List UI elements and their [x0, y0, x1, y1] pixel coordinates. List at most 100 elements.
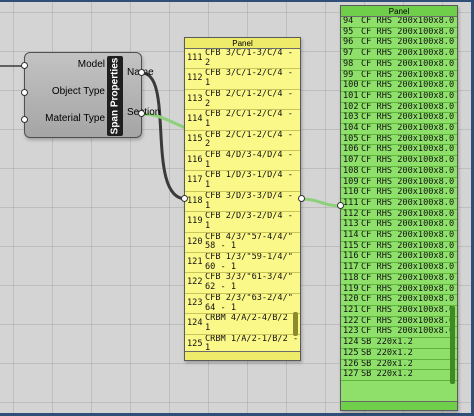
row-index: 102: [343, 101, 359, 112]
input-material-type: Material Type: [45, 113, 105, 124]
row-value: CF RHS 200x100x8.0: [361, 70, 455, 80]
row-value: CF RHS 200x100x8.0: [361, 59, 455, 69]
row-value: CF RHS 200x100x8.0: [361, 284, 455, 294]
row-value-line: CFB 3/C/1-3/C/4 -: [205, 49, 293, 58]
wire-name-output[interactable]: [141, 71, 187, 201]
row-index: 118: [343, 272, 359, 283]
row-value: CRBM 4/A/2-4/B/2 -1: [205, 314, 300, 333]
panel-names-output-grip[interactable]: [298, 195, 305, 202]
row-index: 119: [187, 216, 203, 227]
row-index: 105: [343, 133, 359, 144]
panel-names-scrollbar[interactable]: [293, 312, 298, 336]
row-index: 97: [343, 48, 354, 59]
row-value: CF RHS 200x100x8.0: [361, 124, 455, 134]
row-index: 114: [187, 114, 203, 125]
panel-sections-title: Panel: [341, 6, 457, 17]
row-index: 116: [343, 251, 359, 262]
row-index: 115: [187, 134, 203, 145]
row-value-line: 60 - 1: [205, 261, 237, 272]
input-grip-object-type[interactable]: [21, 89, 28, 96]
row-value: CF RHS 200x100x8.0: [361, 198, 455, 208]
panel-sections-row: 94 CF RHS 200x100x8.0: [341, 17, 457, 28]
canvas-frame-right: [471, 0, 474, 416]
output-grip-name[interactable]: [138, 69, 145, 76]
input-grip-material-type[interactable]: [21, 116, 28, 123]
row-value-line: 1: [205, 118, 211, 129]
row-index: 95: [343, 26, 354, 37]
row-value: CF RHS 200x100x8.0: [361, 305, 455, 315]
row-value-line: 1: [205, 322, 211, 333]
row-index: 119: [343, 283, 359, 294]
row-index: 116: [187, 154, 203, 165]
row-index: 126: [343, 358, 359, 369]
row-value: CF RHS 200x100x8.0: [361, 145, 455, 155]
row-value-line: CFB 3/C/1-2/C/4 -: [205, 69, 293, 79]
row-index: 103: [343, 112, 359, 123]
row-index: 100: [343, 80, 359, 91]
row-value: CF RHS 200x100x8.0: [361, 295, 455, 305]
input-grip-model[interactable]: [21, 62, 28, 69]
row-index: 122: [343, 315, 359, 326]
component-title-text: Span Properties: [109, 57, 121, 135]
row-value-line: CFB 3/D/3-3/D/4 -: [205, 191, 293, 201]
row-index: 123: [187, 297, 203, 308]
panel-sections-input-grip[interactable]: [337, 202, 344, 209]
input-object-type: Object Type: [51, 86, 105, 97]
output-grip-section[interactable]: [138, 110, 145, 117]
canvas-frame-bottom: [0, 413, 474, 416]
wire-left-panel-to-right-panel[interactable]: [300, 197, 343, 208]
row-value: CRBM 1/A/2-1/B/2 -1: [205, 335, 300, 350]
panel-sections-footer: [341, 401, 457, 410]
span-properties-component[interactable]: Model Object Type Material Type Span Pro…: [24, 52, 160, 138]
panel-names-input-grip[interactable]: [181, 195, 188, 202]
row-index: 121: [343, 304, 359, 315]
row-value-line: CFB 2/C/1-2/C/4 -: [205, 110, 293, 120]
panel-sections-scrollbar[interactable]: [450, 306, 455, 384]
row-value-line: CFB 4/3/"57-4/4/": [205, 232, 293, 242]
row-value: CFB 1/D/3-1/D/4 -1: [205, 171, 300, 190]
row-index: 94: [343, 17, 354, 26]
row-value-line: CFB 2/C/1-2/C/4 -: [205, 130, 293, 140]
row-value-line: CFB 2/D/3-2/D/4 -: [205, 212, 293, 222]
row-index: 124: [187, 318, 203, 329]
row-index: 125: [187, 338, 203, 349]
row-value: SB 220x1.2: [361, 359, 413, 369]
row-value: CF RHS 200x100x8.0: [361, 273, 455, 283]
row-value: CF RHS 200x100x8.0: [361, 91, 455, 101]
row-value-line: 1: [205, 159, 211, 170]
row-value: CFB 3/C/1-3/C/4 -2: [205, 49, 300, 68]
row-value: CF RHS 200x100x8.0: [361, 209, 455, 219]
row-value: CF RHS 200x100x8.0: [361, 263, 455, 273]
row-value-line: CRBM 4/A/2-4/B/2 -: [205, 314, 299, 324]
wire-section-output[interactable]: [141, 112, 187, 130]
row-value: CF RHS 200x100x8.0: [361, 17, 455, 26]
row-value-line: 1: [205, 200, 211, 211]
